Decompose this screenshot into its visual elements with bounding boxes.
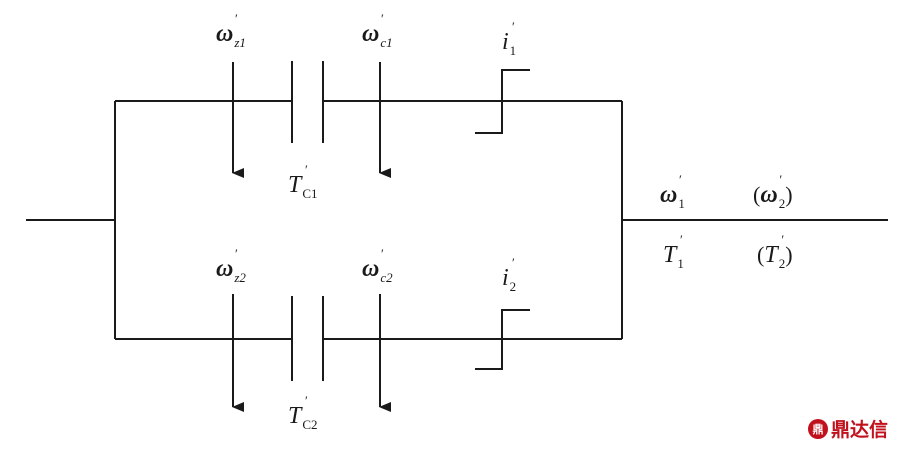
label-gear-ratio-i1: i1′: [502, 19, 517, 58]
gear-ratio-2-symbol: [475, 309, 530, 370]
gear-ratio-1-symbol: [475, 69, 530, 134]
label-omega-c2: ωc2′: [362, 246, 393, 285]
label-torque-t2: (T2′): [757, 232, 793, 271]
label-omega-1: ω1′: [660, 172, 685, 211]
logo-icon: 鼎: [808, 418, 828, 439]
watermark-text: 鼎达信: [831, 419, 889, 441]
label-torque-tc1: TC1′: [288, 162, 318, 201]
label-gear-ratio-i2: i2′: [502, 255, 517, 294]
label-torque-t1: T1′: [663, 232, 684, 271]
label-omega-z1: ωz1′: [216, 11, 246, 50]
label-omega-2: (ω2′): [753, 172, 793, 211]
watermark-logo: 鼎 鼎达信: [808, 415, 888, 442]
label-torque-tc2: TC2′: [288, 393, 318, 432]
label-omega-z2: ωz2′: [216, 246, 246, 285]
label-omega-c1: ωc1′: [362, 11, 393, 50]
